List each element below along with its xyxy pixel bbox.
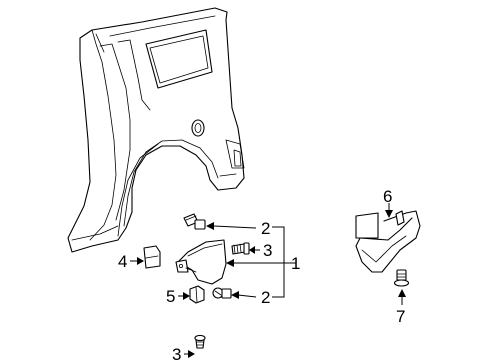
bolt-2-upper <box>183 213 206 230</box>
nut-5 <box>189 285 205 304</box>
bolt-2-lower <box>212 287 232 299</box>
callout-1: 1 <box>291 254 300 273</box>
arrowhead-5 <box>183 292 190 300</box>
arrowhead-1 <box>226 259 234 267</box>
leader-lines <box>130 203 406 358</box>
callout-6: 6 <box>383 187 392 206</box>
callout-7: 7 <box>396 307 405 326</box>
arrowhead-3-upper <box>249 246 255 254</box>
clip-4 <box>143 245 161 269</box>
leader-2-upper <box>213 225 257 229</box>
bracket-line-1 <box>272 226 285 298</box>
callout-3-upper: 3 <box>263 241 272 260</box>
callout-3-lower: 3 <box>172 345 181 360</box>
callout-2-upper: 2 <box>261 219 270 238</box>
clip-7 <box>393 269 410 287</box>
callout-4: 4 <box>118 252 127 271</box>
arrowhead-2-upper <box>206 222 214 230</box>
screw-3-lower <box>194 334 206 349</box>
arrowhead-7 <box>398 289 406 297</box>
arrowhead-3-lower <box>188 350 195 358</box>
screw-3-upper <box>231 242 250 255</box>
arrowhead-4 <box>137 257 144 265</box>
quarter-panel <box>67 7 245 253</box>
leader-2-lower <box>237 294 257 298</box>
callout-5: 5 <box>166 287 175 306</box>
bracket-6 <box>355 210 421 273</box>
arrowhead-2-lower <box>231 291 239 299</box>
arrowhead-6 <box>385 210 393 218</box>
callout-2-lower: 2 <box>261 288 270 307</box>
mudguard <box>175 239 227 285</box>
